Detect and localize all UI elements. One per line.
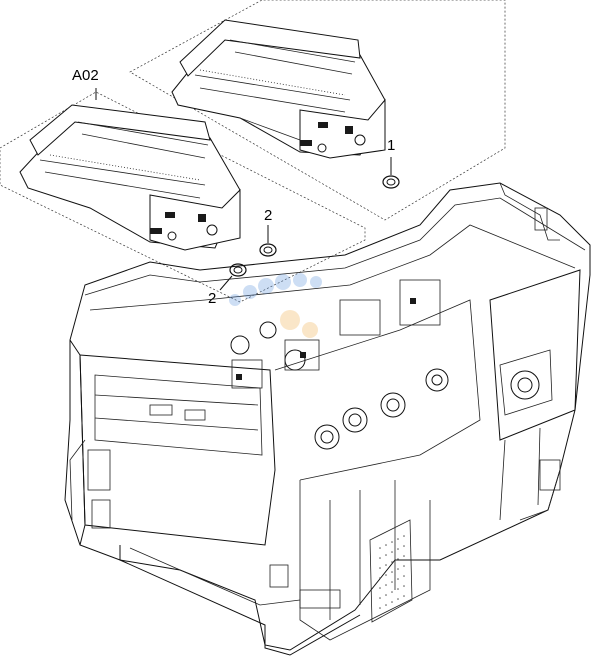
lower-group-outline: [0, 91, 366, 303]
callout-2b-label: 2: [208, 290, 216, 307]
gear-part-2b: [219, 263, 247, 291]
upper-group-outline: [129, 0, 506, 221]
lower-assembly-group-a02: A02 2 2: [0, 67, 366, 307]
gear-part-1: [382, 157, 400, 189]
callout-1-label: 1: [387, 137, 395, 154]
watermark-dots: [229, 273, 322, 338]
upper-cartridge-unit: [171, 19, 386, 159]
gear-part-2a: [259, 225, 277, 257]
chassis-outline: [64, 182, 591, 651]
group-label-a02: A02: [72, 67, 99, 84]
perforated-vent: [379, 535, 405, 609]
lower-cartridge-unit: [19, 104, 241, 251]
printer-chassis-frame: [64, 182, 591, 656]
right-side-panel: [489, 269, 581, 441]
upper-assembly-group: 1: [129, 0, 506, 221]
callout-2a-label: 2: [264, 207, 272, 224]
